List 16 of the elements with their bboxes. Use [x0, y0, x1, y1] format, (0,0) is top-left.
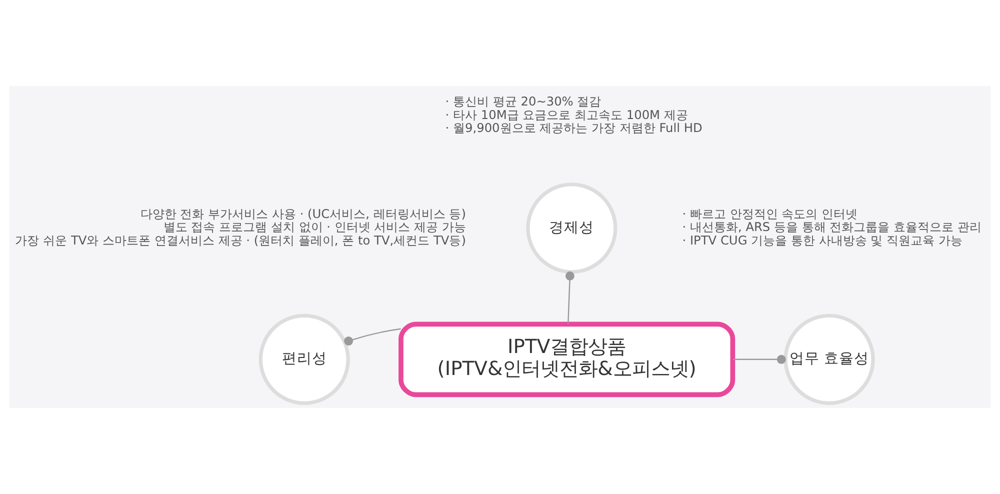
- node-label: · 월9,900원으로 제공하는 가장 저렴한 Full HD: [445, 121, 702, 136]
- connector: [565, 271, 574, 324]
- node-label: · 내선통화, ARS 등을 통해 전화그룹을 효율적으로 관리: [682, 220, 982, 234]
- node-label: · 타사 10M급 요금으로 최고속도 100M 제공: [445, 108, 688, 122]
- node-label: 가장 쉬운 TV와 스마트폰 연결서비스 제공 · (원터치 플레이, 폰 to TV,세컨드 TV등): [15, 234, 466, 248]
- connector: [732, 354, 786, 364]
- node-circle: 경제성: [526, 182, 618, 274]
- node-circle: 편리성: [258, 314, 350, 405]
- node-circle: 업무 효율성: [784, 314, 875, 405]
- node-label: 다양한 전화 부가서비스 사용 · (UC서비스, 레터링서비스 등): [140, 206, 466, 221]
- node-label: · 빠르고 안정적인 속도의 인터넷: [682, 206, 858, 221]
- node-label: 별도 접속 프로그램 설치 없이 · 인터넷 서비스 제공 가능: [163, 220, 466, 234]
- node-label: · IPTV CUG 기능을 통한 사내방송 및 직원교육 가능: [682, 234, 962, 248]
- node-label: · 통신비 평균 20~30% 절감: [445, 94, 602, 108]
- connector: [344, 328, 401, 346]
- node-box: IPTV결합상품 (IPTV&인터넷전화&오피스넷): [398, 322, 736, 398]
